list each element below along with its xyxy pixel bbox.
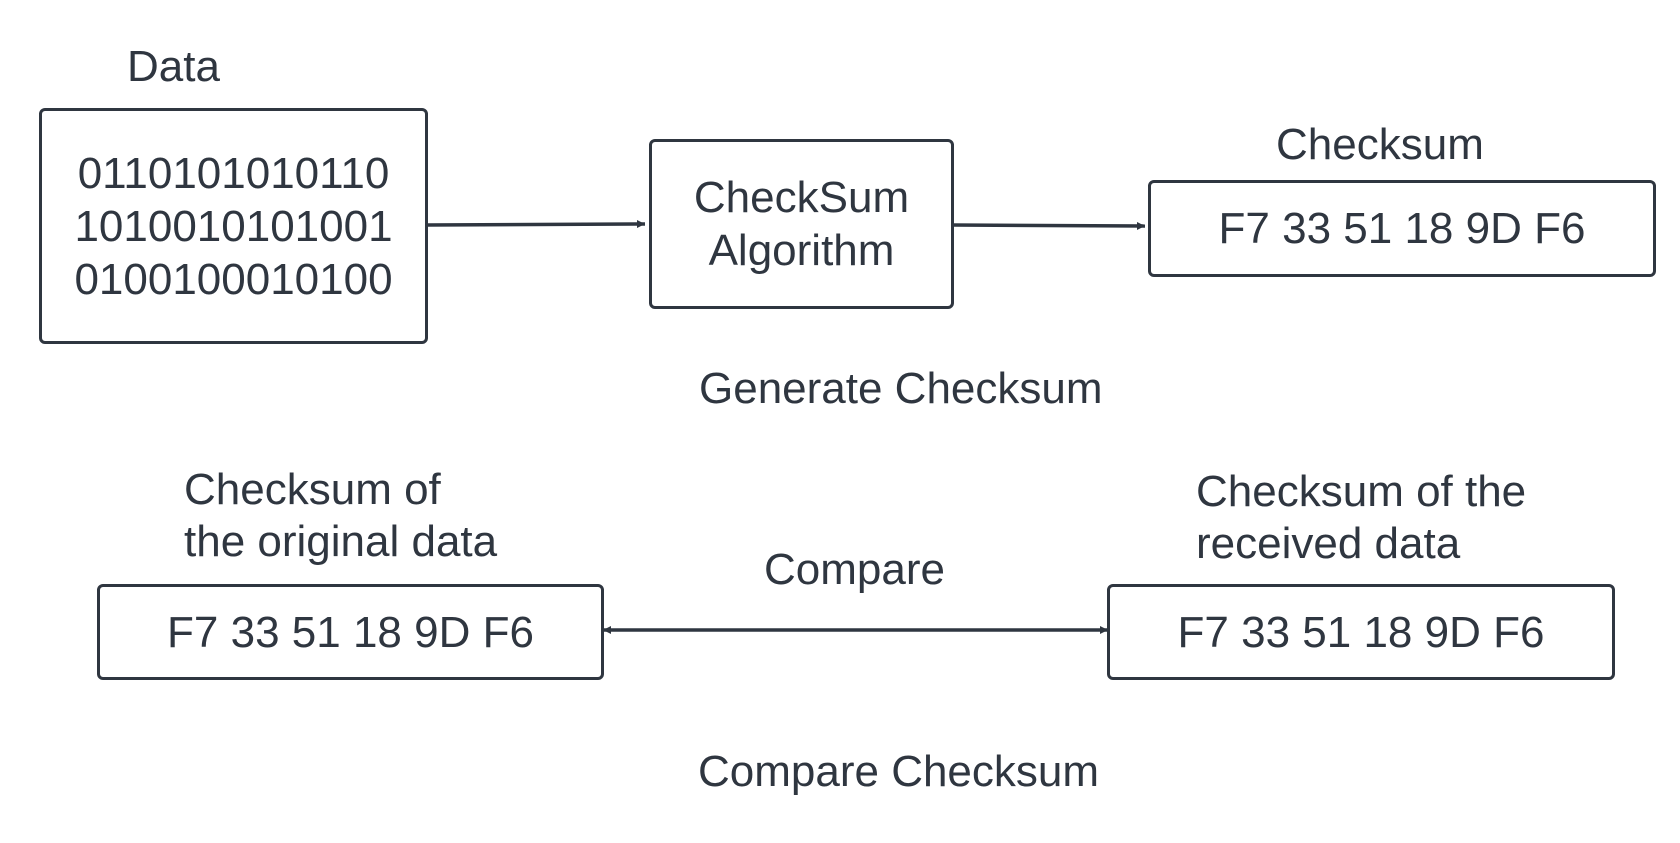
received-checksum-label: Checksum of the received data: [1196, 466, 1526, 570]
received-checksum-value: F7 33 51 18 9D F6: [1177, 607, 1545, 657]
checksum-value-box: F7 33 51 18 9D F6: [1148, 180, 1656, 277]
original-checksum-value: F7 33 51 18 9D F6: [167, 607, 534, 657]
compare-checksum-caption: Compare Checksum: [698, 747, 1100, 796]
checksum-label: Checksum: [1276, 120, 1484, 169]
data-label: Data: [127, 42, 220, 91]
generate-checksum-caption: Generate Checksum: [699, 364, 1103, 413]
arrow-data-to-algorithm: [426, 220, 646, 229]
data-box: 0110101010110 1010010101001 010010001010…: [39, 108, 428, 344]
original-label-line: Checksum of: [184, 465, 441, 514]
data-line: 1010010101001: [74, 201, 393, 251]
arrow-algorithm-to-checksum: [951, 221, 1146, 230]
compare-label: Compare: [764, 545, 945, 594]
algorithm-line: Algorithm: [708, 226, 895, 275]
received-label-line: received data: [1196, 519, 1461, 568]
data-line: 0110101010110: [77, 148, 390, 198]
original-checksum-box: F7 33 51 18 9D F6: [97, 584, 604, 680]
checksum-algorithm-box: CheckSum Algorithm: [649, 139, 954, 309]
original-checksum-label: Checksum of the original data: [184, 464, 497, 568]
data-line: 0100100010100: [74, 254, 393, 304]
original-label-line: the original data: [184, 517, 498, 566]
received-checksum-box: F7 33 51 18 9D F6: [1107, 584, 1615, 680]
checksum-value: F7 33 51 18 9D F6: [1218, 204, 1586, 253]
algorithm-line: CheckSum: [693, 173, 910, 222]
received-label-line: Checksum of the: [1196, 467, 1527, 516]
